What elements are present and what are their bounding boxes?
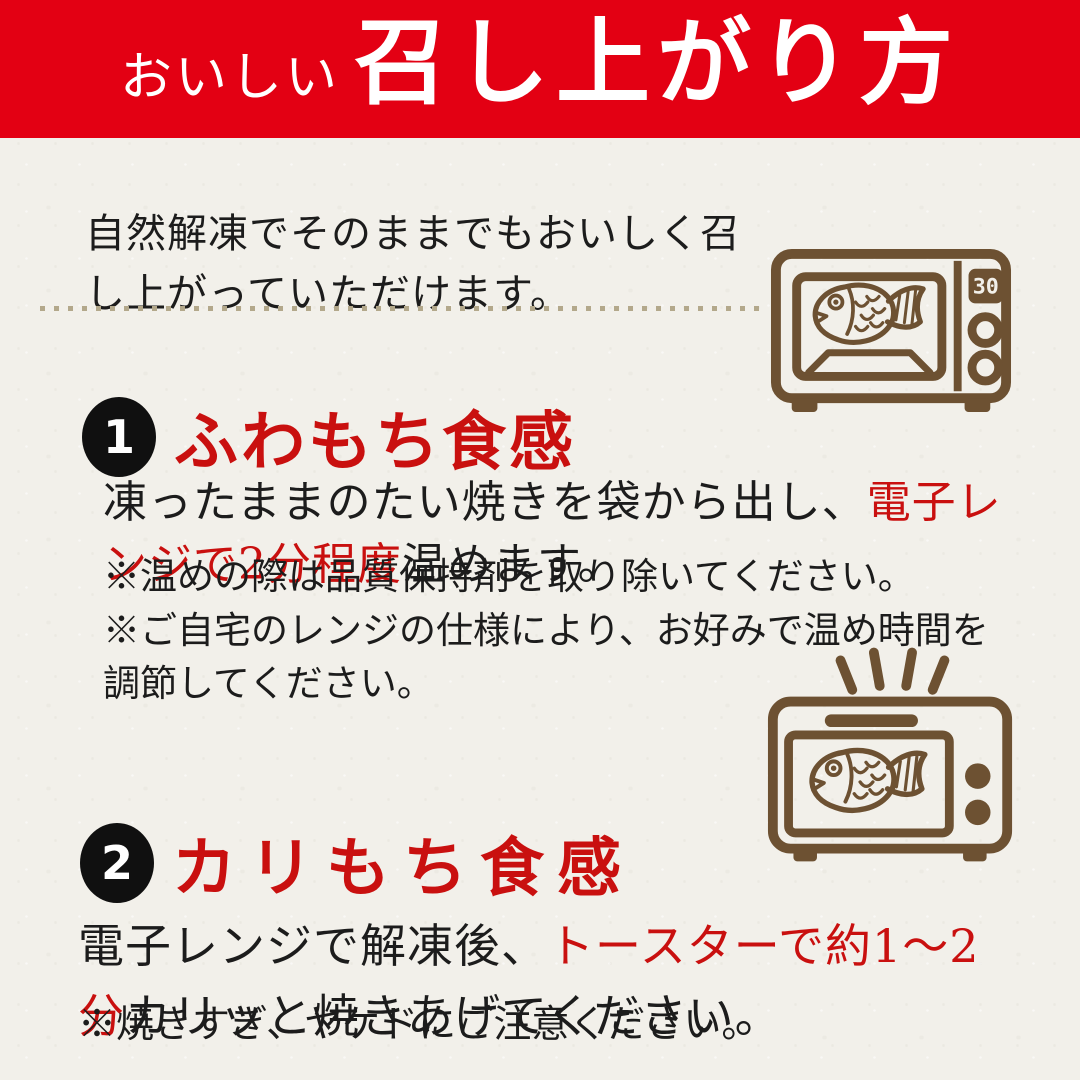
microwave-display-panel [968,268,1004,304]
step-2-number: 2 [100,836,133,891]
step-1-note: ※温めの際は品質保持剤を取り除いてください。 [103,555,915,598]
step-2-notes: ※焼きすぎ、ヤケドにご注意ください。 [78,998,1038,1051]
step-2-header: 2 カリもち食感 [80,764,634,962]
step-1-body-post: 温めます。 [402,539,623,591]
title-banner: おいしい召し上がり方 [0,0,1080,138]
step-2-body-post: カリッと焼きあげてください。 [125,988,782,1043]
microwave-icon: 30 [770,249,1012,413]
intro-text: 自然解凍でそのままでもおいしく召し上がっていただけます。 [85,211,741,317]
step-1-notes: ※温めの際は品質保持剤を取り除いてください。 ※ご自宅のレンジの仕様により、お好… [103,550,1008,711]
step-2-body-pre: 電子レンジで解凍後、 [78,919,548,973]
step-1-body-highlight: 電子レンジで2分程度 [103,477,1002,591]
heat-line-icon [868,647,885,691]
banner-title-large: 召し上がり方 [354,8,961,118]
step-1-body-pre: 凍ったままのたい焼きを袋から出し、 [103,477,867,528]
microwave-display-value: 30 [973,275,999,300]
step-2-note: ※焼きすぎ、ヤケドにご注意ください。 [78,1002,760,1046]
step-2-body: 電子レンジで解凍後、トースターで約1〜2分カリッと焼きあげてください。 [78,912,1023,1052]
step-1-title: ふわもち食感 [174,405,576,481]
step-1-header: 1 ふわもち食感 [82,338,576,536]
heat-line-icon [901,647,917,691]
heat-line-icon [835,655,858,695]
step-1-number: 1 [102,410,135,465]
dotted-divider [40,306,762,311]
step-2-body-highlight: トースターで約1〜2分 [78,919,980,1043]
taiyaki-fish-icon [812,750,925,810]
step-2-number-badge: 2 [80,823,154,904]
banner-title-small: おいしい [119,48,340,108]
toaster-oven-icon [767,647,1013,862]
step-1-body: 凍ったままのたい焼きを袋から出し、電子レンジで2分程度温めます。 [103,472,1043,597]
step-1-number-badge: 1 [82,397,156,478]
step-2-title: カリもち食感 [172,831,634,907]
step-1-note: ※ご自宅のレンジの仕様により、お好みで温め時間を調節してください。 [103,608,989,706]
taiyaki-fish-icon [815,285,923,342]
heat-line-icon [927,655,950,695]
